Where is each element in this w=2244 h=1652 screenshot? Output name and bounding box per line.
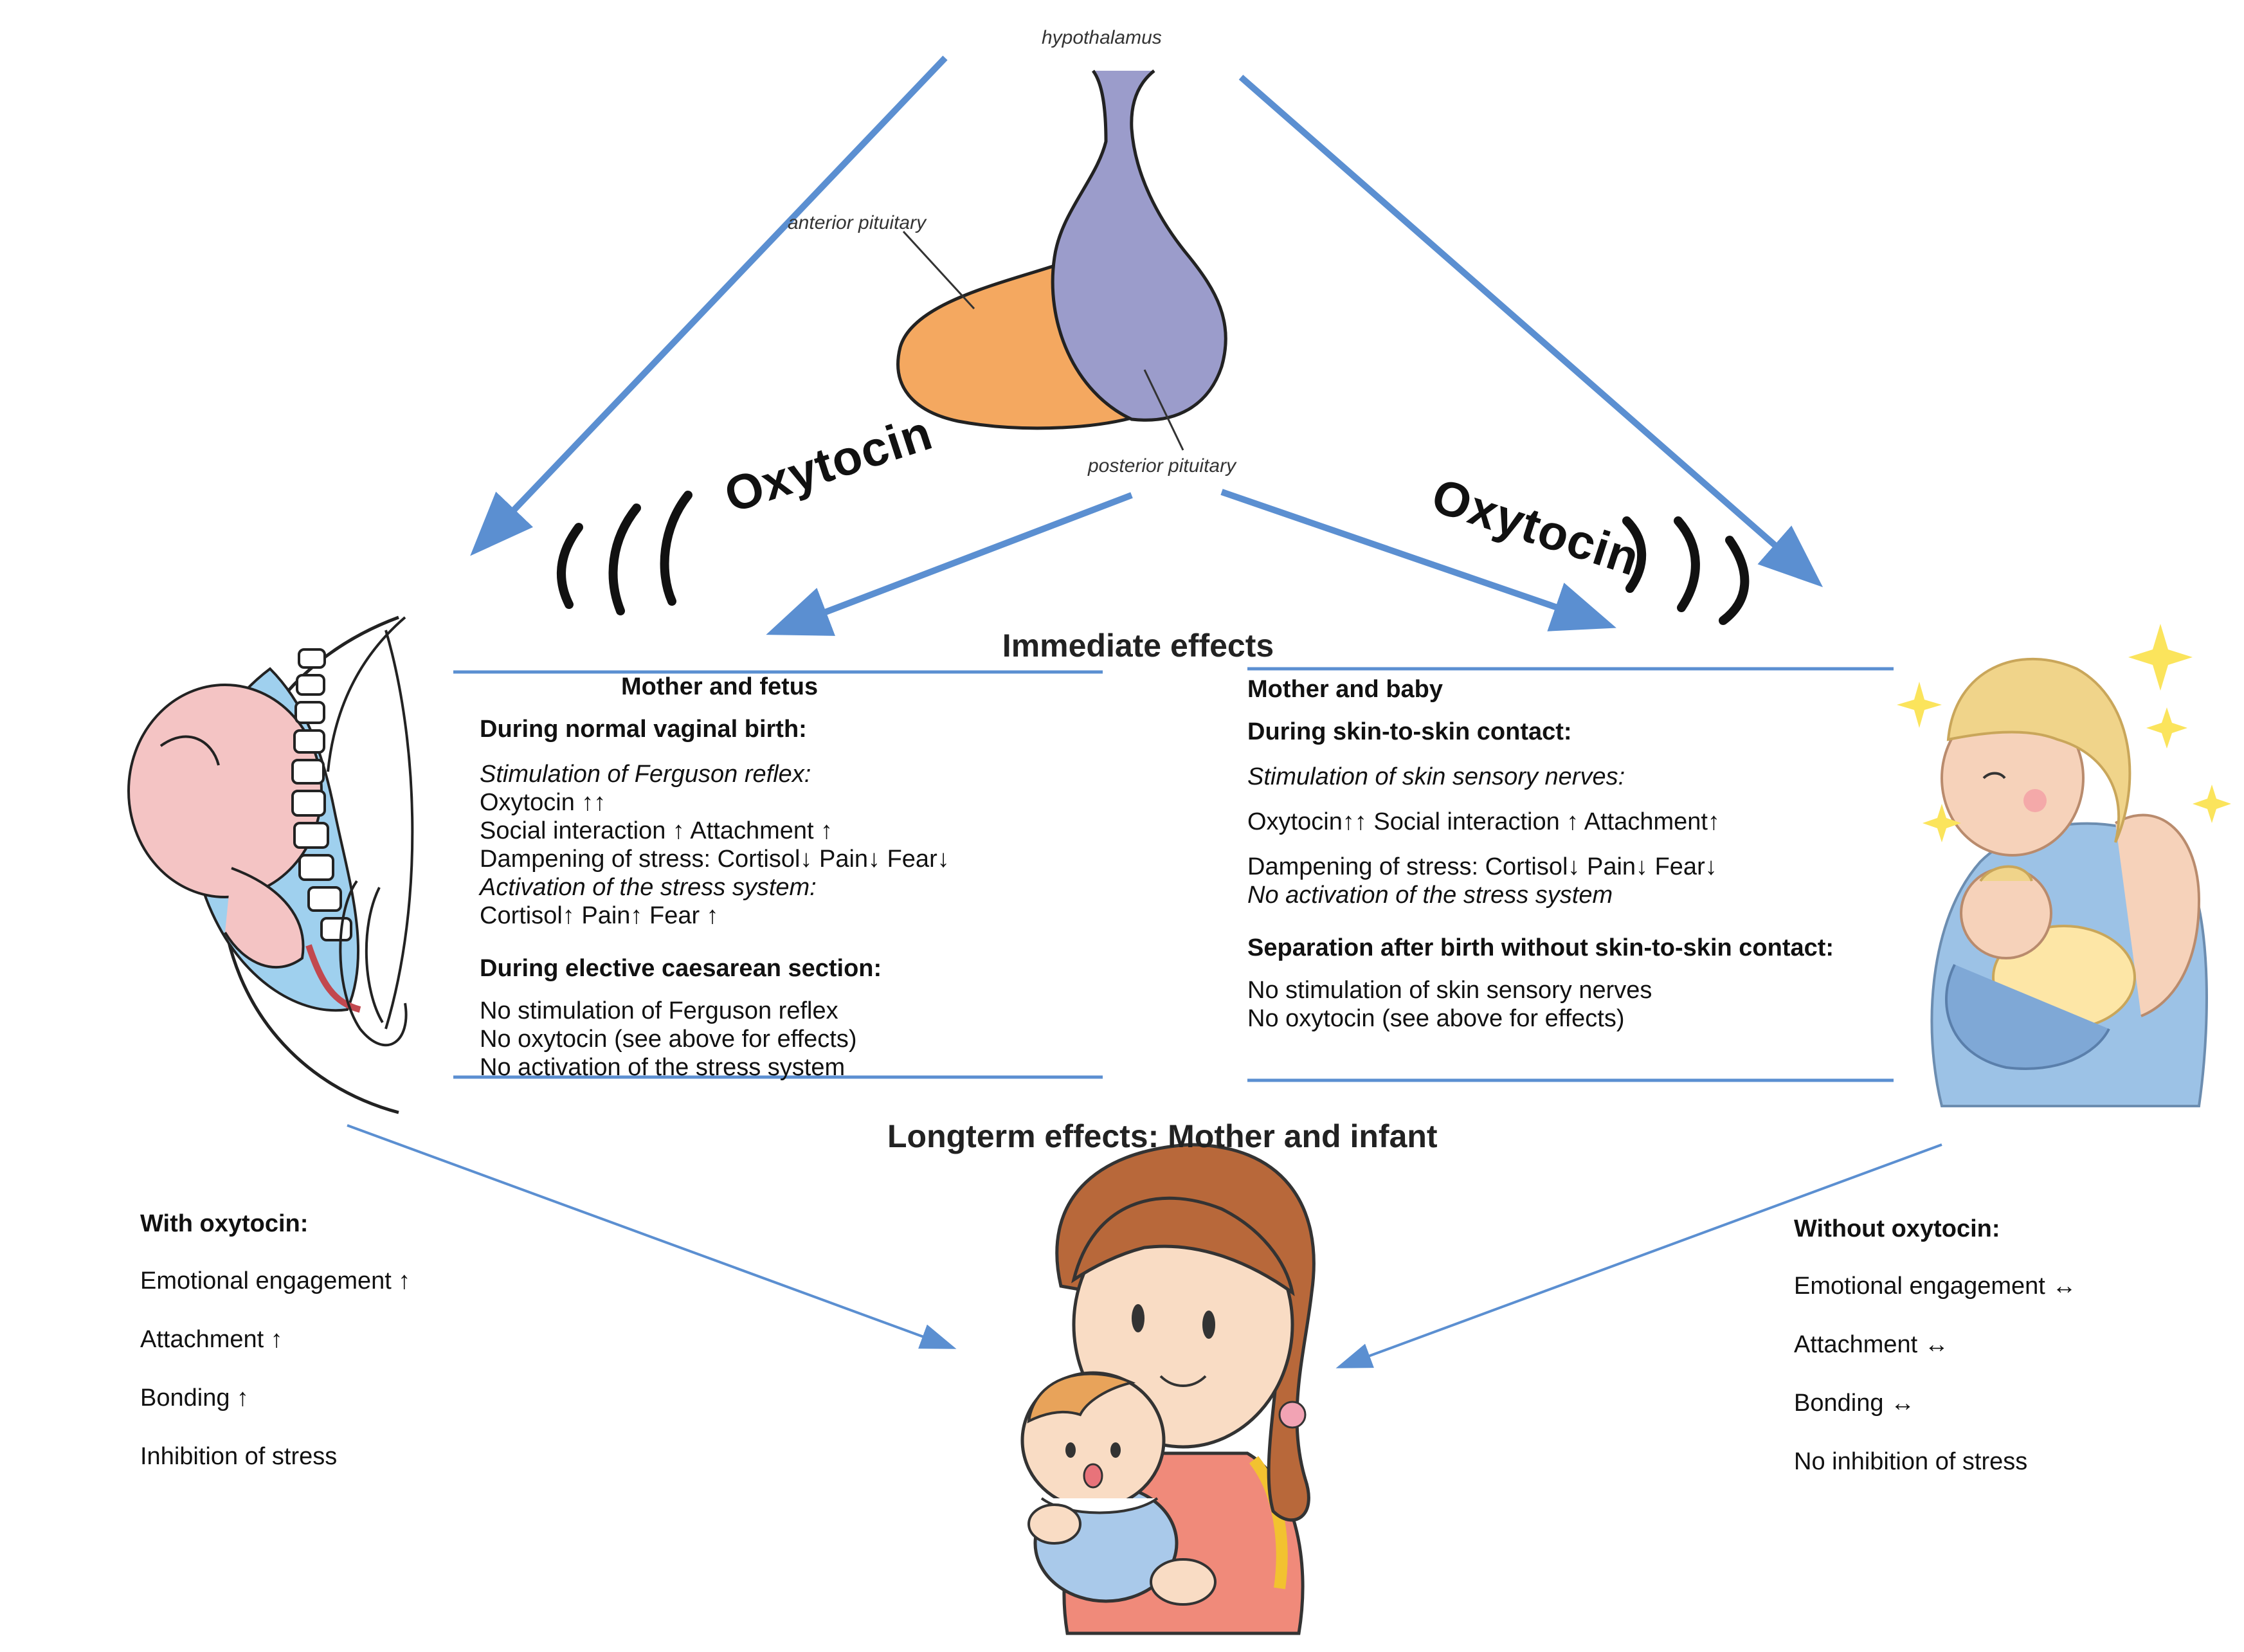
pregnancy-illustration <box>127 615 414 1114</box>
posterior-pituitary-label: posterior pituitary <box>1088 455 1236 477</box>
arrow-longterm-left <box>347 1124 957 1349</box>
anterior-pituitary-label: anterior pituitary <box>788 212 927 233</box>
breastfeeding-illustration <box>1897 624 2231 1107</box>
skin-contact-line: Dampening of stress: Cortisol↓ Pain↓ Fea… <box>1247 853 1717 880</box>
with-oxytocin-item: Bonding ↑ <box>140 1384 249 1411</box>
panel-mother-and-baby: Mother and baby During skin-to-skin cont… <box>1247 675 1890 1033</box>
without-oxytocin-item: Bonding ↔ <box>1794 1390 1915 1417</box>
posterior-pointer <box>1143 369 1184 451</box>
anterior-pointer <box>902 230 975 310</box>
separation-line: No oxytocin (see above for effects) <box>1247 1005 1625 1032</box>
with-oxytocin-item: Emotional engagement ↑ <box>140 1267 411 1294</box>
panel-left-title: Mother and fetus <box>621 673 819 700</box>
with-oxytocin-item: Inhibition of stress <box>140 1443 338 1470</box>
sparkles <box>1897 624 2231 842</box>
caesarean-line: No activation of the stress system <box>480 1054 846 1081</box>
caesarean-title: During elective caesarean section: <box>480 955 882 982</box>
caesarean-line: No oxytocin (see above for effects) <box>480 1026 857 1053</box>
arrow-top-left <box>470 55 948 556</box>
panel-mother-and-fetus: Mother and fetus During normal vaginal b… <box>480 673 1097 1082</box>
with-oxytocin-title: With oxytocin: <box>140 1210 309 1237</box>
vaginal-birth-line: Oxytocin ↑↑ <box>480 789 606 816</box>
caesarean-line: No stimulation of Ferguson reflex <box>480 997 838 1024</box>
with-oxytocin-item: Attachment ↑ <box>140 1326 283 1353</box>
hypothalamus-label: hypothalamus <box>1042 27 1162 48</box>
ferguson-reflex-subtitle: Stimulation of Ferguson reflex: <box>480 761 811 788</box>
arrow-top-right <box>1238 75 1823 588</box>
stress-activation-subtitle: Activation of the stress system: <box>480 874 817 901</box>
skin-nerves-subtitle: Stimulation of skin sensory nerves: <box>1247 763 1625 790</box>
separation-line: No stimulation of skin sensory nerves <box>1247 977 1652 1004</box>
arrow-pituitary-right <box>1220 489 1616 631</box>
immediate-effects-heading: Immediate effects <box>1002 628 1274 664</box>
skin-contact-line: Oxytocin↑↑ Social interaction ↑ Attachme… <box>1247 808 1720 835</box>
fetus-shape <box>127 684 323 898</box>
arrow-pituitary-left <box>766 492 1133 636</box>
without-oxytocin-item: No inhibition of stress <box>1794 1448 2028 1475</box>
pituitary-gland <box>896 69 1227 451</box>
panel-right-title: Mother and baby <box>1247 676 1443 703</box>
longterm-without-oxytocin: Without oxytocin: Emotional engagement ↔… <box>1794 1215 2076 1507</box>
without-oxytocin-title: Without oxytocin: <box>1794 1215 2000 1242</box>
without-oxytocin-item: Attachment ↔ <box>1794 1331 1949 1358</box>
vaginal-birth-line: Dampening of stress: Cortisol↓ Pain↓ Fea… <box>480 846 950 873</box>
without-oxytocin-item: Emotional engagement ↔ <box>1794 1273 2077 1300</box>
posterior-pituitary-shape <box>1051 69 1227 422</box>
longterm-effects-heading: Longterm effects: Mother and infant <box>887 1118 1438 1154</box>
vaginal-birth-line: Social interaction ↑ Attachment ↑ <box>480 817 833 844</box>
oxytocin-waves-right <box>1622 516 1750 625</box>
skin-contact-title: During skin-to-skin contact: <box>1247 718 1572 745</box>
separation-title: Separation after birth without skin-to-s… <box>1247 934 1834 961</box>
no-stress-activation-subtitle: No activation of the stress system <box>1247 882 1613 909</box>
oxytocin-waves-left <box>557 491 692 615</box>
vaginal-birth-title: During normal vaginal birth: <box>480 716 807 743</box>
longterm-with-oxytocin: With oxytocin: Emotional engagement ↑ At… <box>140 1210 410 1502</box>
arrow-longterm-right <box>1335 1143 1942 1368</box>
mother-infant-illustration <box>1020 1143 1316 1635</box>
stress-activation-line: Cortisol↑ Pain↑ Fear ↑ <box>480 902 719 929</box>
